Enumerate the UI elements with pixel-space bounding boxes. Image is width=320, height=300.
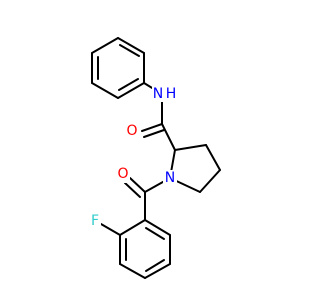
bond — [144, 219, 171, 236]
bond — [124, 182, 141, 198]
bond — [118, 78, 139, 91]
fluorine-label: F — [91, 213, 99, 229]
bond — [129, 177, 146, 193]
bond — [91, 37, 119, 54]
bond — [199, 169, 221, 193]
carboxamide-oxygen-label: O — [126, 123, 137, 139]
bond — [141, 123, 163, 132]
bond — [144, 263, 171, 279]
molecule-structure-diagram: N H O N O F — [89, 37, 221, 279]
amide-hydrogen-label: H — [166, 86, 177, 102]
atom-labels: N H O N O F — [89, 86, 177, 230]
bond — [143, 129, 165, 138]
bond — [91, 82, 119, 99]
bond — [117, 37, 145, 54]
bond — [119, 263, 146, 279]
bond — [117, 82, 145, 99]
bond — [174, 144, 207, 151]
bond-lines — [91, 37, 221, 279]
bond — [119, 44, 140, 57]
pyrrolidine-nitrogen-label: N — [165, 170, 175, 186]
bond — [119, 219, 146, 236]
bond — [100, 223, 121, 236]
bond — [205, 144, 221, 171]
carbonyl-oxygen-label: O — [117, 166, 128, 182]
amide-nitrogen-label: N — [153, 86, 163, 102]
bond — [161, 123, 176, 151]
bond — [145, 259, 165, 272]
bond — [145, 227, 165, 240]
